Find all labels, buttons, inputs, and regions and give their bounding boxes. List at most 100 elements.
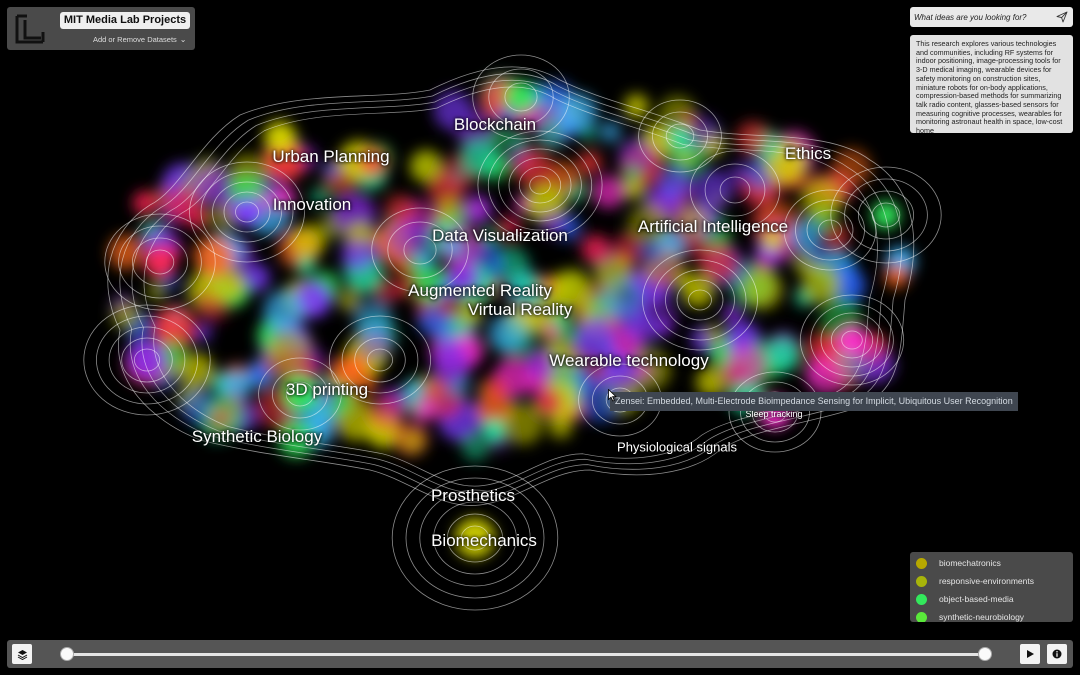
project-point[interactable] [802, 265, 841, 304]
project-point[interactable] [676, 203, 710, 238]
project-point[interactable] [761, 229, 784, 252]
timeline-start-handle[interactable] [60, 647, 74, 661]
project-point[interactable] [208, 407, 232, 431]
project-hotspot[interactable] [837, 325, 867, 355]
project-point[interactable] [765, 337, 801, 373]
project-hotspot[interactable] [455, 518, 495, 558]
project-point[interactable] [403, 380, 423, 400]
project-point[interactable] [533, 388, 563, 417]
project-point[interactable] [741, 268, 783, 310]
bracket-logo-icon[interactable] [15, 14, 45, 44]
project-point[interactable] [552, 269, 592, 309]
project-point[interactable] [309, 185, 333, 209]
add-remove-datasets-toggle[interactable]: Add or Remove Datasets⌄ [93, 35, 187, 44]
play-button[interactable] [1020, 644, 1040, 664]
project-point[interactable] [481, 374, 508, 401]
project-point[interactable] [489, 126, 510, 147]
project-point[interactable] [290, 224, 326, 260]
topic-label-data-visualization[interactable]: Data Visualization [432, 226, 568, 245]
project-point[interactable] [581, 234, 611, 264]
project-point[interactable] [673, 269, 692, 287]
topic-label-innovation[interactable]: Innovation [272, 195, 352, 214]
topic-label-virtual-reality[interactable]: Virtual Reality [467, 300, 573, 319]
project-point[interactable] [387, 217, 430, 259]
project-point[interactable] [460, 138, 500, 178]
project-point[interactable] [487, 313, 528, 354]
layers-button[interactable] [12, 644, 32, 664]
timeline-end-handle[interactable] [978, 647, 992, 661]
project-hotspot[interactable] [133, 191, 157, 215]
legend-panel[interactable]: biomechatronics responsive-environments … [910, 552, 1073, 622]
project-point[interactable] [673, 147, 696, 170]
topic-label-ethics[interactable]: Ethics [784, 144, 832, 163]
project-point[interactable] [599, 275, 642, 319]
project-hotspot[interactable] [264, 121, 296, 153]
legend-item[interactable]: synthetic-neurobiology [916, 609, 1024, 622]
project-point[interactable] [436, 281, 457, 302]
project-point[interactable] [413, 400, 435, 422]
project-point[interactable] [657, 164, 693, 200]
project-point[interactable] [578, 151, 602, 175]
project-hotspot[interactable] [233, 198, 261, 226]
project-point[interactable] [297, 256, 315, 275]
topic-label-urban-planning[interactable]: Urban Planning [272, 147, 390, 166]
project-point[interactable] [194, 236, 235, 277]
project-point[interactable] [502, 403, 544, 445]
project-hotspot[interactable] [127, 340, 167, 380]
project-point[interactable] [506, 130, 528, 153]
project-point[interactable] [160, 272, 180, 291]
project-hotspot[interactable] [144, 246, 176, 278]
project-point[interactable] [153, 306, 197, 349]
project-point[interactable] [574, 318, 617, 361]
project-point[interactable] [241, 263, 271, 292]
project-point[interactable] [622, 308, 661, 346]
project-point[interactable] [696, 366, 728, 398]
idea-search-input[interactable] [914, 9, 1052, 25]
project-point[interactable] [514, 149, 553, 188]
project-point[interactable] [185, 204, 210, 229]
project-point[interactable] [367, 394, 404, 431]
project-point[interactable] [535, 118, 567, 150]
topic-label-blockchain[interactable]: Blockchain [453, 115, 537, 134]
project-point[interactable] [558, 93, 598, 133]
project-point[interactable] [806, 355, 846, 396]
project-point[interactable] [393, 278, 414, 299]
project-point[interactable] [801, 178, 843, 220]
project-point[interactable] [358, 147, 388, 177]
project-point[interactable] [323, 161, 340, 179]
project-point[interactable] [455, 300, 483, 328]
topic-label-physiological-signals[interactable]: Physiological signals [617, 439, 737, 455]
project-point[interactable] [409, 150, 443, 183]
project-point[interactable] [417, 305, 449, 337]
project-point[interactable] [703, 323, 725, 345]
project-point[interactable] [693, 169, 734, 210]
project-point[interactable] [617, 137, 655, 175]
project-point[interactable] [599, 120, 622, 143]
legend-item[interactable]: responsive-environments [916, 573, 1034, 589]
project-hotspot[interactable] [482, 418, 506, 442]
topic-label-3d-printing[interactable]: 3D printing [285, 380, 369, 399]
project-hotspot[interactable] [872, 201, 900, 229]
project-point[interactable] [524, 348, 555, 379]
topic-label-synthetic-biology[interactable]: Synthetic Biology [191, 427, 323, 446]
topic-label-biomechanics[interactable]: Biomechanics [431, 531, 537, 550]
project-point[interactable] [462, 195, 492, 225]
project-point[interactable] [271, 185, 296, 210]
project-point[interactable] [108, 234, 144, 270]
project-point[interactable] [638, 239, 663, 264]
project-point[interactable] [537, 275, 557, 295]
timeline-track[interactable] [67, 653, 985, 656]
info-button[interactable] [1047, 644, 1067, 664]
project-point[interactable] [724, 343, 767, 386]
project-point[interactable] [433, 346, 471, 384]
project-point[interactable] [449, 320, 466, 337]
topic-label-wearable-technology[interactable]: Wearable technology [549, 351, 709, 370]
topic-label-artificial-intelligence[interactable]: Artificial Intelligence [637, 217, 789, 236]
project-point[interactable] [384, 194, 416, 226]
project-point[interactable] [735, 121, 770, 156]
project-point[interactable] [622, 165, 644, 186]
project-point[interactable] [435, 195, 465, 225]
topic-label-prosthetics[interactable]: Prosthetics [430, 486, 516, 505]
project-point[interactable] [497, 215, 523, 240]
project-point[interactable] [551, 310, 572, 332]
